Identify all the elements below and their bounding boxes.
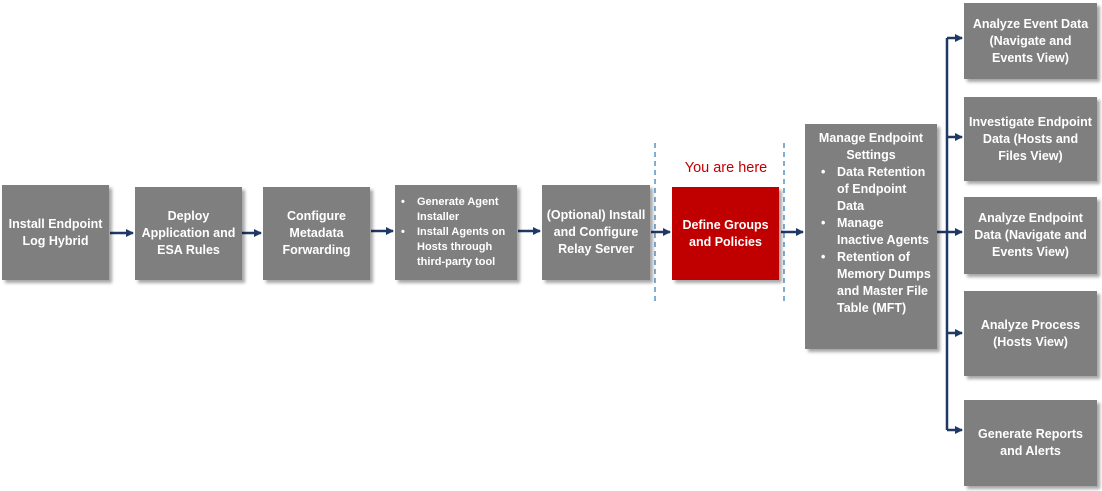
outcome-analyze-process: Analyze Process (Hosts View) [964,291,1097,376]
outcome-label: Analyze Process (Hosts View) [980,317,1081,349]
outcome-investigate-endpoint-data: Investigate Endpoint Data (Hosts and Fil… [964,97,1097,181]
agents-list: Generate Agent Installer Install Agents … [399,195,513,270]
step-define-groups-policies: Define Groups and Policies [672,187,779,280]
outcome-analyze-event-data: Analyze Event Data (Navigate and Events … [964,3,1097,79]
step-label: Configure Metadata Forwarding [282,209,351,257]
outcome-label: Investigate Endpoint Data (Hosts and Fil… [969,114,1092,163]
step-label: Define Groups and Policies [682,217,769,249]
you-are-here-label: You are here [684,160,768,176]
step-configure-metadata-forwarding: Configure Metadata Forwarding [263,187,370,280]
outcome-label: Generate Reports and Alerts [978,427,1083,458]
outcome-label: Analyze Endpoint Data (Navigate and Even… [974,211,1087,259]
step-label: (Optional) Install and Configure Relay S… [546,208,646,256]
step-relay-server: (Optional) Install and Configure Relay S… [542,185,650,280]
list-item: Generate Agent Installer [401,195,513,225]
outcome-analyze-endpoint-data: Analyze Endpoint Data (Navigate and Even… [964,197,1097,274]
manage-list: Data Retention of Endpoint Data Manage I… [809,164,933,317]
list-item: Install Agents on Hosts through third-pa… [401,225,513,270]
list-item: Manage Inactive Agents [821,215,931,249]
outcome-label: Analyze Event Data (Navigate and Events … [972,16,1089,65]
manage-title: Manage Endpoint Settings [818,131,924,162]
list-item: Retention of Memory Dumps and Master Fil… [821,249,931,317]
step-manage-endpoint-settings: Manage Endpoint Settings Data Retention … [805,124,937,349]
list-item: Data Retention of Endpoint Data [821,164,931,215]
step-deploy-rules: Deploy Application and ESA Rules [135,187,242,280]
step-install-endpoint-log-hybrid: Install Endpoint Log Hybrid [2,185,109,280]
outcome-generate-reports-alerts: Generate Reports and Alerts [964,400,1097,486]
step-label: Deploy Application and ESA Rules [141,209,236,257]
step-agents: Generate Agent Installer Install Agents … [395,185,517,280]
step-label: Install Endpoint Log Hybrid [8,216,103,248]
